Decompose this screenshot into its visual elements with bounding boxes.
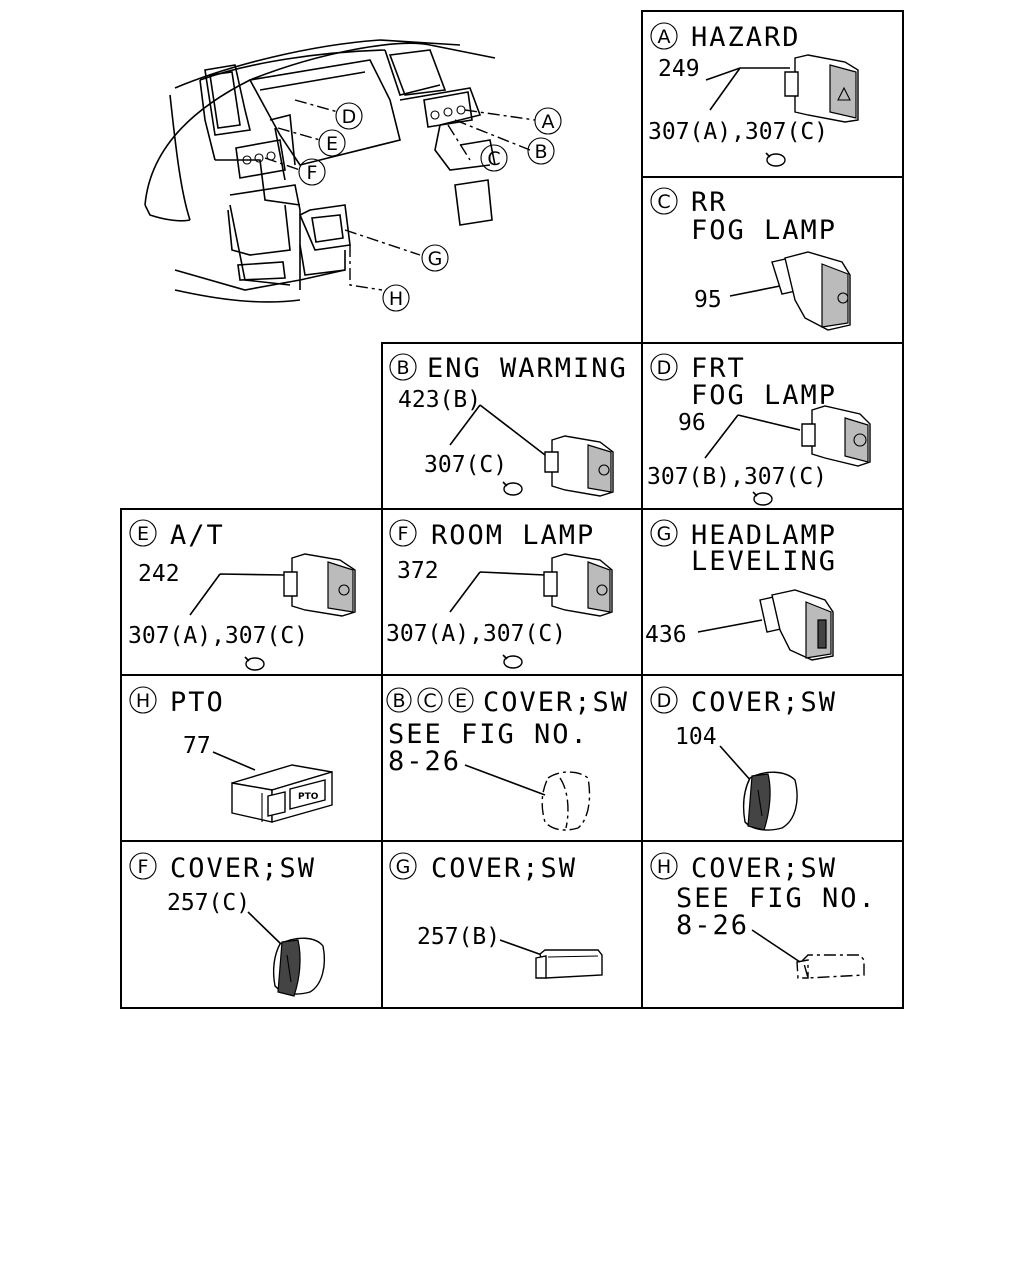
cell-d-title-line1: FRT xyxy=(691,353,746,384)
cell-bce-letter-e: E xyxy=(455,690,467,712)
callout-a: A xyxy=(542,111,555,133)
cover-sw-dashed-icon xyxy=(541,771,591,831)
pto-switch-icon: PTO xyxy=(231,764,333,823)
cell-f2-title: COVER;SW xyxy=(170,853,316,884)
cover-sw-icon xyxy=(742,771,798,831)
dashboard-overview: D E F A B C G H xyxy=(144,39,562,312)
cell-g-title-line1: HEADLAMP xyxy=(691,520,837,551)
part-307-label: 307(A),307(C) xyxy=(648,119,828,145)
cell-f2-letter: F xyxy=(138,856,149,878)
cell-c-title-line1: RR xyxy=(691,187,728,218)
cell-c-letter: C xyxy=(657,191,670,213)
pto-switch-text: PTO xyxy=(298,792,319,802)
cell-g-title-line2: LEVELING xyxy=(691,546,837,577)
cover-sw-flat-icon xyxy=(535,949,603,979)
callout-e: E xyxy=(326,133,338,155)
cell-d-cover-sw: D COVER;SW 104 xyxy=(650,686,837,831)
bulb-icon xyxy=(502,654,523,669)
callout-g: G xyxy=(428,248,443,270)
cell-f-title: ROOM LAMP xyxy=(431,520,595,551)
part-96-label: 96 xyxy=(678,410,706,436)
room-lamp-switch-icon xyxy=(543,553,613,617)
part-104-label: 104 xyxy=(675,724,717,750)
cell-a-hazard: A HAZARD 249 307(A),307(C) xyxy=(648,22,859,167)
leveling-switch-icon xyxy=(759,589,834,661)
part-436-label: 436 xyxy=(645,622,687,648)
cell-e-title: A/T xyxy=(170,520,225,551)
callout-circles: D E F A B C G H xyxy=(298,102,562,312)
cell-b-eng-warming: B ENG WARMING 423(B) 307(C) xyxy=(389,353,628,497)
hazard-switch-icon xyxy=(784,54,859,123)
callout-d: D xyxy=(342,106,357,128)
cell-h-title: PTO xyxy=(170,687,225,718)
cell-bce-cover-sw: B C E COVER;SW SEE FIG NO. 8-26 xyxy=(386,687,629,831)
bulb-icon xyxy=(502,481,523,496)
callout-b: B xyxy=(534,141,547,163)
callout-c: C xyxy=(487,148,500,170)
bulb-icon xyxy=(765,152,786,167)
bulb-icon xyxy=(752,491,773,506)
part-95-label: 95 xyxy=(694,287,722,313)
cell-d2-letter: D xyxy=(657,690,672,712)
cell-bce-letter-b: B xyxy=(392,690,405,712)
part-307ac-label: 307(A),307(C) xyxy=(386,621,566,647)
cell-h2-letter: H xyxy=(657,856,671,878)
part-257b-label: 257(B) xyxy=(417,924,500,950)
cell-b-title: ENG WARMING xyxy=(427,353,628,384)
cell-h2-note-line2: 8-26 xyxy=(676,910,749,941)
cell-e-at: E A/T 242 307(A),307(C) xyxy=(128,519,356,671)
cell-f-letter: F xyxy=(398,523,409,545)
part-257c-label: 257(C) xyxy=(167,890,250,916)
cell-h-pto: H PTO 77 PTO xyxy=(129,686,333,823)
part-307bc-label: 307(B),307(C) xyxy=(647,464,827,490)
cell-g-letter: G xyxy=(657,523,672,545)
cell-bce-letter-c: C xyxy=(423,690,436,712)
cell-g-cover-sw: G COVER;SW 257(B) xyxy=(389,852,603,979)
cell-h-cover-sw: H COVER;SW SEE FIG NO. 8-26 xyxy=(650,852,877,979)
cell-c-rr-fog-lamp: C RR FOG LAMP 95 xyxy=(650,187,851,331)
cell-f-cover-sw: F COVER;SW 257(C) xyxy=(129,852,326,997)
callout-f: F xyxy=(307,162,318,184)
cell-grid xyxy=(120,10,904,1009)
cell-a-title: HAZARD xyxy=(691,22,801,53)
cell-bce-note-line2: 8-26 xyxy=(388,746,461,777)
callout-h: H xyxy=(389,288,403,310)
cell-bce-title: COVER;SW xyxy=(483,687,629,718)
cell-g-headlamp-leveling: G HEADLAMP LEVELING 436 xyxy=(645,519,837,661)
frt-fog-switch-icon xyxy=(801,405,871,467)
part-372-label: 372 xyxy=(397,558,439,584)
cell-b-letter: B xyxy=(396,357,409,379)
part-307ac-label: 307(A),307(C) xyxy=(128,623,308,649)
part-307c-label: 307(C) xyxy=(424,452,507,478)
cell-h-letter: H xyxy=(136,690,150,712)
cell-d-letter: D xyxy=(657,357,672,379)
part-242-label: 242 xyxy=(138,561,180,587)
part-249-label: 249 xyxy=(658,56,700,82)
bulb-icon xyxy=(244,656,265,671)
cell-d2-title: COVER;SW xyxy=(691,687,837,718)
rr-fog-switch-icon xyxy=(771,251,851,331)
at-switch-icon xyxy=(283,553,356,617)
part-77-label: 77 xyxy=(183,733,211,759)
eng-warming-switch-icon xyxy=(544,435,614,497)
cover-sw-icon xyxy=(272,937,326,997)
cell-h2-note-line1: SEE FIG NO. xyxy=(676,883,877,914)
cover-sw-dashed-flat-icon xyxy=(796,954,865,979)
cell-a-letter: A xyxy=(658,26,671,48)
part-423b-label: 423(B) xyxy=(398,387,481,413)
cell-h2-title: COVER;SW xyxy=(691,853,837,884)
cell-e-letter: E xyxy=(137,523,149,545)
cell-d-title-line2: FOG LAMP xyxy=(691,380,837,411)
cell-f-room-lamp: F ROOM LAMP 372 307(A),307(C) xyxy=(386,519,613,669)
cell-c-title-line2: FOG LAMP xyxy=(691,215,837,246)
cell-g2-letter: G xyxy=(396,856,411,878)
cell-bce-note-line1: SEE FIG NO. xyxy=(388,719,589,750)
cell-g2-title: COVER;SW xyxy=(431,853,577,884)
cell-d-frt-fog-lamp: D FRT FOG LAMP 96 307(B),307(C) xyxy=(647,353,871,506)
